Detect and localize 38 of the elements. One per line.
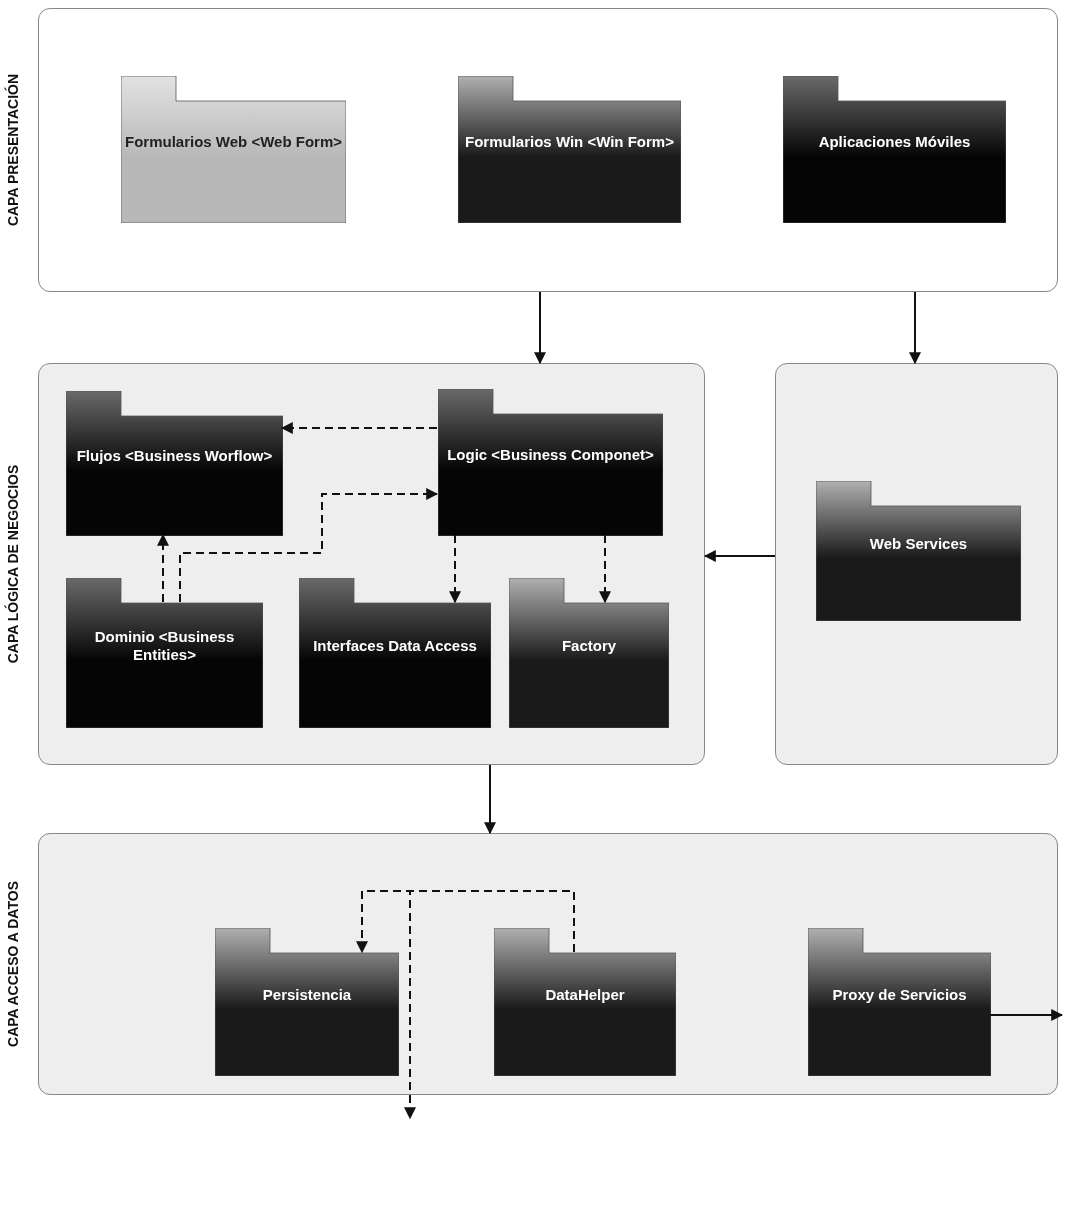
arrow xyxy=(989,1009,1064,1021)
folder-label: Proxy de Servicios xyxy=(832,985,967,1004)
dashed-arrow xyxy=(599,534,611,604)
package-folder xyxy=(816,481,1021,621)
layer-heading: CAPA LÓGICA DE NEGOCIOS xyxy=(5,464,21,664)
package-folder xyxy=(808,928,991,1076)
layer-heading: CAPA ACCESO A DATOS xyxy=(5,881,21,1047)
dashed-arrow xyxy=(280,422,438,434)
folder-label: Dominio <Business Entities> xyxy=(93,627,236,664)
folder-label: Interfaces Data Access xyxy=(313,636,477,655)
folder-label: Formularios Win <Win Form> xyxy=(465,133,674,151)
dashed-arrow xyxy=(179,488,439,603)
folder-label: DataHelper xyxy=(545,985,625,1004)
package-folder xyxy=(438,389,663,536)
folder-label: Persistencia xyxy=(262,985,352,1004)
package-folder xyxy=(66,391,283,536)
dashed-arrow xyxy=(449,534,461,604)
package-folder xyxy=(494,928,676,1076)
arrow xyxy=(909,291,921,365)
folder-label: Aplicaciones Móviles xyxy=(818,133,971,151)
dashed-arrow xyxy=(157,533,169,603)
arrow xyxy=(703,550,776,562)
service-panel xyxy=(775,363,1058,765)
arrow xyxy=(534,291,546,365)
folder-label: Web Services xyxy=(869,534,968,553)
package-folder xyxy=(121,76,346,223)
folder-label: Factory xyxy=(561,636,617,655)
package-folder xyxy=(215,928,399,1076)
folder-label: Formularios Web <Web Form> xyxy=(125,133,342,151)
package-folder xyxy=(299,578,491,728)
folder-label: Flujos <Business Worflow> xyxy=(76,447,273,465)
package-folder xyxy=(783,76,1006,223)
layer-heading: CAPA PRESENTACIÓN xyxy=(5,73,21,227)
package-folder xyxy=(458,76,681,223)
package-folder xyxy=(509,578,669,728)
arrow xyxy=(484,764,496,835)
folder-label: Logic <Business Componet> xyxy=(447,446,654,464)
package-folder xyxy=(66,578,263,728)
